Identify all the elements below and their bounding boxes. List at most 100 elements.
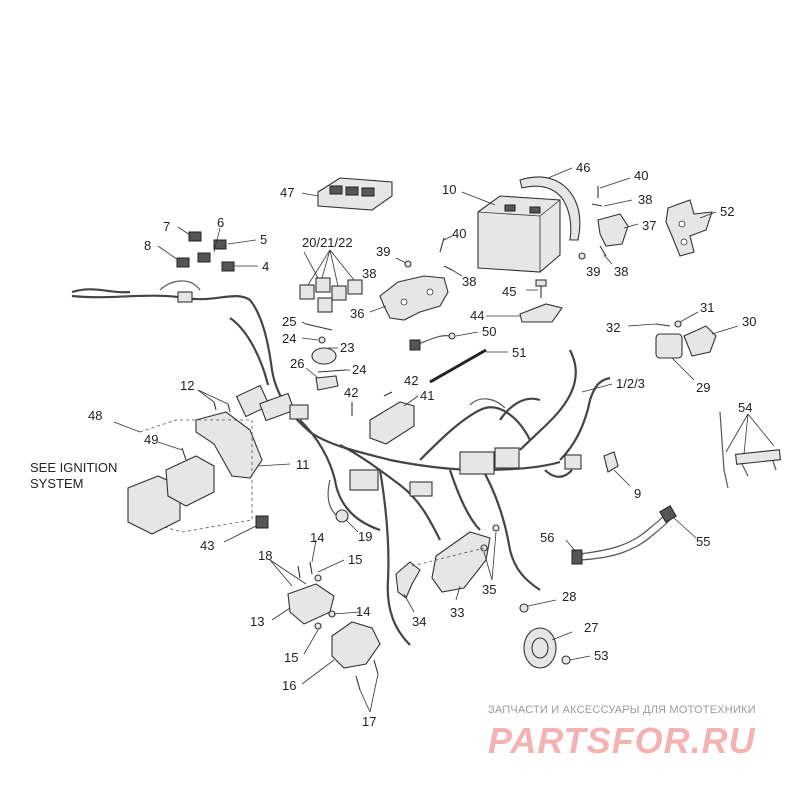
label-55: 55 [696, 534, 710, 549]
label-24-low: 24 [352, 362, 366, 377]
label-36: 36 [350, 306, 364, 321]
label-17: 17 [362, 714, 376, 729]
part-52-bracket [665, 199, 717, 257]
part-55-56-sub-harness [565, 505, 697, 565]
part-35-screws [411, 524, 500, 581]
part-45-bolt [526, 279, 547, 298]
label-40-left: 40 [452, 226, 466, 241]
label-37: 37 [642, 218, 656, 233]
part-30-bracket [683, 325, 739, 357]
part-10-battery [461, 191, 561, 273]
label-39-right: 39 [586, 264, 600, 279]
label-38-mid: 38 [462, 274, 476, 289]
label-46: 46 [576, 160, 590, 175]
label-47: 47 [280, 185, 294, 200]
part-47-fuse-box [301, 177, 393, 211]
note-ignition-line1: SEE IGNITION [30, 460, 117, 475]
note-ignition-line2: SYSTEM [30, 476, 83, 491]
label-49: 49 [144, 432, 158, 447]
part-51-cable [429, 348, 508, 384]
part-42-screws [351, 391, 393, 416]
part-46-battery-strap [519, 167, 581, 241]
part-48-49-ignition-module [113, 419, 253, 535]
label-27: 27 [584, 620, 598, 635]
label-53: 53 [594, 648, 608, 663]
label-38-right-top: 38 [638, 192, 652, 207]
watermark-caption: ЗАПЧАСТИ И АКСЕССУАРЫ ДЛЯ МОТОТЕХНИКИ [488, 704, 756, 716]
label-13: 13 [250, 614, 264, 629]
label-38-left: 38 [362, 266, 376, 281]
label-35: 35 [482, 582, 496, 597]
watermark-logo: PARTSFOR.RU [488, 720, 756, 761]
part-41-ecu [369, 395, 419, 445]
label-41: 41 [420, 388, 434, 403]
part-11-bracket [195, 411, 291, 479]
label-14-mid: 14 [356, 604, 370, 619]
label-31: 31 [700, 300, 714, 315]
label-50: 50 [482, 324, 496, 339]
label-24-top: 24 [282, 331, 296, 346]
label-51: 51 [512, 345, 526, 360]
label-45: 45 [502, 284, 516, 299]
label-52: 52 [720, 204, 734, 219]
part-33-cover [431, 531, 491, 601]
label-14-top: 14 [310, 530, 324, 545]
label-11: 11 [296, 457, 310, 472]
part-labels: 1/2/3 4 5 6 7 8 9 10 11 12 13 14 14 15 1… [30, 160, 756, 729]
label-12: 12 [180, 378, 194, 393]
label-15-low: 15 [284, 650, 298, 665]
label-42-left: 42 [344, 385, 358, 400]
label-43: 43 [200, 538, 214, 553]
label-56: 56 [540, 530, 554, 545]
label-10: 10 [442, 182, 456, 197]
part-19-grommet [335, 509, 359, 533]
part-50-sensor [409, 331, 479, 351]
part-34-bracket [395, 561, 421, 613]
label-48: 48 [88, 408, 102, 423]
part-12-screws [197, 389, 231, 413]
part-43-clip [223, 515, 269, 543]
part-9-switch [603, 451, 631, 487]
label-4: 4 [262, 259, 269, 274]
part-53-nut [561, 655, 591, 665]
label-39-left: 39 [376, 244, 390, 259]
label-20-21-22: 20/21/22 [302, 235, 353, 250]
label-8: 8 [144, 238, 151, 253]
label-44: 44 [470, 308, 484, 323]
misc-leaders [303, 251, 613, 393]
part-38-40-fasteners [395, 177, 633, 277]
label-54: 54 [738, 400, 752, 415]
label-25: 25 [282, 314, 296, 329]
label-18: 18 [258, 548, 272, 563]
part-20-22-relays [299, 249, 363, 313]
label-7: 7 [163, 219, 170, 234]
label-34: 34 [412, 614, 426, 629]
label-26: 26 [290, 356, 304, 371]
part-54-stand [719, 411, 782, 489]
label-28: 28 [562, 589, 576, 604]
label-40-right: 40 [634, 168, 648, 183]
label-5: 5 [260, 232, 267, 247]
part-36-bracket [369, 275, 449, 321]
part-28-bolt [519, 599, 557, 613]
label-23: 23 [340, 340, 354, 355]
label-30: 30 [742, 314, 756, 329]
label-15-top: 15 [348, 552, 362, 567]
part-23-26-group [301, 321, 350, 391]
label-29: 29 [696, 380, 710, 395]
label-32: 32 [606, 320, 620, 335]
label-33: 33 [450, 605, 464, 620]
label-42-right: 42 [404, 373, 418, 388]
part-4-8-fuses [157, 226, 258, 272]
label-9: 9 [634, 486, 641, 501]
label-16: 16 [282, 678, 296, 693]
part-44-plate [486, 303, 563, 323]
part-31-32-terminals [627, 311, 699, 328]
part-37-bracket [597, 213, 639, 247]
label-1-2-3: 1/2/3 [616, 376, 645, 391]
main-harness [71, 280, 611, 646]
part-29-starter-relay [655, 333, 695, 381]
label-6: 6 [217, 215, 224, 230]
label-19: 19 [358, 529, 372, 544]
